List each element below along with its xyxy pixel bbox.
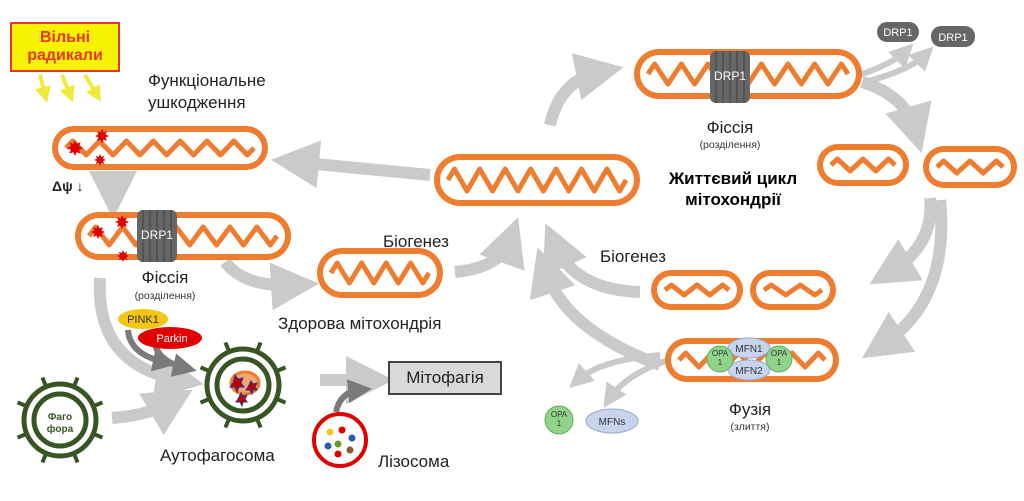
damage-star-4 (91, 225, 105, 239)
mitophagy-box: Мітофагія (388, 361, 502, 395)
drp1-free-label-1: DRP1 (883, 27, 912, 39)
mfns-free (585, 408, 639, 434)
fission-label-left: Фіссія (141, 268, 189, 287)
arrow-right-to-fusion (861, 199, 948, 359)
radical-arrow-2 (59, 74, 75, 103)
pink1-label: PINK1 (127, 314, 159, 326)
arrow-drp1-release (858, 43, 914, 78)
autophagosome (199, 341, 287, 429)
fission-sub-left: (розділення) (134, 290, 196, 302)
mitochondria (52, 49, 1017, 382)
parkin-protein (138, 327, 202, 349)
opa1-right (765, 345, 793, 373)
cycle-arrows (89, 43, 948, 435)
arrow-phagophore-to-autophagosome (111, 389, 193, 435)
arrow-lysosome (333, 379, 372, 413)
damage-star-1 (67, 140, 83, 156)
drp1-label-damaged: DRP1 (141, 228, 173, 242)
mfn2-protein (727, 359, 771, 381)
mfn1-label: MFN1 (735, 344, 763, 355)
mfn1-protein (727, 337, 771, 359)
mito-healthy (317, 248, 443, 298)
mito-split-right (923, 146, 1017, 188)
mito-damaged (52, 126, 268, 170)
free-radicals-box: Вільні радикали (10, 22, 120, 72)
pink1-protein (118, 309, 168, 329)
biogenesis-label-center: Біогенез (383, 232, 449, 251)
arrow-fission-to-split (860, 76, 932, 154)
drp1-free-2 (931, 26, 975, 47)
damage-star-3 (94, 154, 106, 166)
parkin-label: Parkin (156, 333, 187, 345)
mfn2-label: MFN2 (735, 366, 763, 377)
fission-sub-top: (розділення) (699, 139, 761, 151)
phagophore (16, 376, 104, 464)
damage-star-6 (117, 250, 129, 262)
functional-damage-label: Функціональне ушкодження (148, 71, 266, 112)
mito-center (434, 154, 640, 206)
mito-damaged-fission (75, 212, 291, 260)
healthy-mito-label: Здорова мітохондрія (278, 314, 442, 333)
arrow-center-to-damaged (271, 140, 431, 189)
arrow-fusion-products-2 (603, 357, 669, 409)
radical-arrows (35, 73, 102, 103)
fusion-sub: (злиття) (730, 421, 770, 433)
drp1-free-label-2: DRP1 (938, 32, 967, 44)
fusion-label: Фузія (728, 400, 772, 419)
damage-star-2 (95, 129, 109, 143)
lysosome (312, 412, 368, 468)
free-radicals-label: Вільні радикали (27, 29, 103, 64)
lysosome-label: Лізосома (378, 452, 450, 471)
delta-psi-label: Δψ ↓ (52, 178, 84, 194)
drp1-rings (137, 51, 750, 262)
fission-label-top: Фіссія (706, 118, 754, 137)
drp1-ring-damaged (137, 210, 177, 262)
mito-biogen-left (651, 270, 743, 310)
damage-star-5 (115, 215, 129, 229)
drp1-ring-top (710, 51, 750, 103)
opa1-free (544, 405, 574, 435)
opa1-left (706, 345, 734, 373)
arrow-to-fission-top (544, 53, 624, 127)
arrow-fission-to-healthy (220, 258, 319, 311)
drp1-label-top: DRP1 (714, 69, 746, 83)
mito-split-left (817, 144, 909, 186)
arrow-drp1-release-2 (864, 46, 934, 85)
arrow-pink1 (125, 329, 177, 372)
radical-arrow-1 (35, 74, 51, 103)
mfns-free-label: MFNs (599, 417, 626, 428)
arrow-split-down (869, 197, 937, 285)
mitophagy-label: Мітофагія (406, 368, 484, 387)
mito-biogen-right (750, 270, 836, 310)
autophagosome-label: Аутофагосома (160, 446, 275, 465)
arrow-fission-to-autophagosome (93, 277, 204, 400)
arrow-healthy-to-center (454, 217, 525, 278)
drp1-free-1 (877, 22, 919, 42)
biogenesis-label-right: Біогенез (600, 247, 666, 266)
damage-stars (67, 129, 129, 262)
diagram-title: Життєвий цикл мітохондрії (668, 169, 798, 209)
arrow-fusion-products (569, 352, 661, 389)
radical-arrow-3 (83, 73, 102, 102)
